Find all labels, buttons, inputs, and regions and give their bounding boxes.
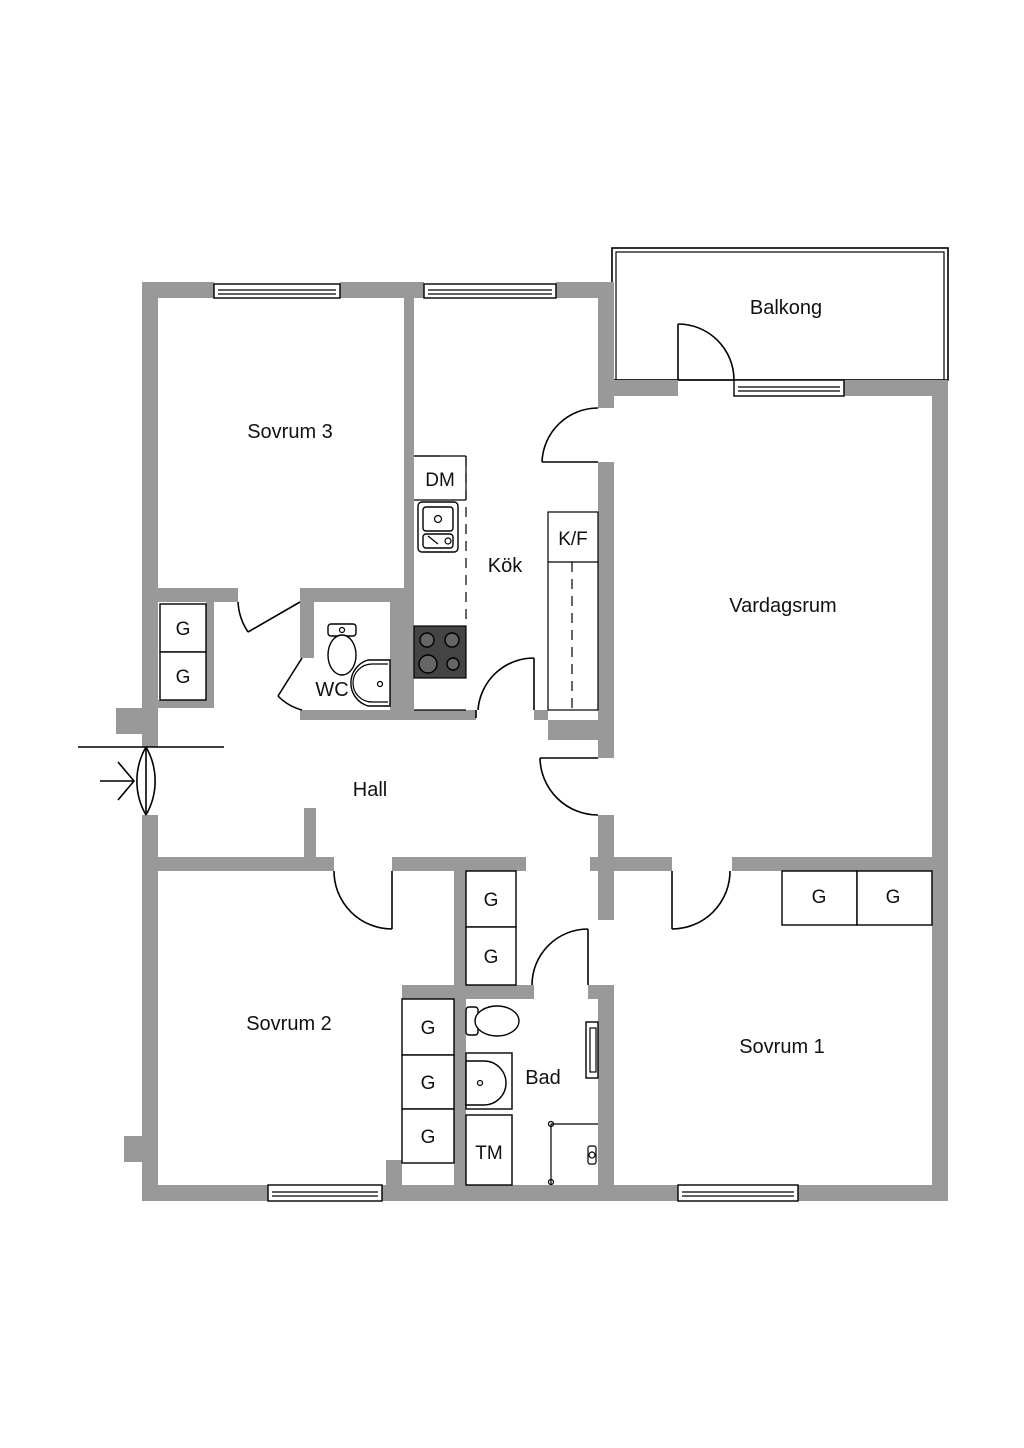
wc-fixtures [327,623,391,707]
fixture-label-tm: TM [475,1143,502,1164]
fixture-label-dm: DM [425,470,455,491]
stove-icon [413,625,467,679]
washbasin-bad-icon [465,1060,507,1106]
wardrobe-label: G [421,1127,436,1148]
door-bad[interactable] [531,928,589,986]
room-label-kok: Kök [488,555,523,577]
wardrobe-label: G [176,619,191,640]
exterior-walls [116,282,948,1201]
room-label-wc: WC [315,679,348,701]
window-sovrum3 [213,283,341,299]
fixture-label-kf: K/F [558,529,588,550]
door-kok-hall[interactable] [475,657,535,718]
fixture-labels: DM K/F TM G G G G G G G G G [176,470,901,1164]
entrance-door[interactable] [78,746,224,816]
window-sovrum2 [267,1184,383,1202]
room-label-sovrum3: Sovrum 3 [247,421,333,443]
entrance-arrow-icon [100,761,136,801]
room-label-balkong: Balkong [750,297,822,319]
wardrobe-label: G [812,887,827,908]
room-labels: Balkong Sovrum 3 Kök Vardagsrum WC Hall … [246,297,837,1089]
toilet-bad-icon [465,1005,520,1037]
door-sovrum1[interactable] [671,870,731,930]
wardrobe-label: G [484,947,499,968]
room-label-hall: Hall [353,779,387,801]
doors [78,323,735,986]
door-kok-vardagsrum[interactable] [541,407,599,463]
balcony [611,247,949,381]
wardrobe-label: G [421,1018,436,1039]
interior-walls [158,298,932,1185]
door-sovrum2[interactable] [333,870,393,930]
shower-icon [547,1120,598,1186]
bathroom-fixtures [465,1005,599,1186]
room-label-bad: Bad [525,1067,561,1089]
room-label-vardagsrum: Vardagsrum [729,595,836,617]
washbasin-icon [350,659,391,707]
window-kok [423,283,557,299]
wardrobe-label: G [886,887,901,908]
wardrobes [159,603,933,1164]
room-label-sovrum1: Sovrum 1 [739,1036,825,1058]
window-sovrum1 [677,1184,799,1202]
door-sovrum3[interactable] [237,601,301,633]
wardrobe-label: G [421,1073,436,1094]
wardrobe-label: G [484,890,499,911]
window-vardagsrum [733,379,845,397]
kitchen-fixtures [413,455,599,711]
room-label-sovrum2: Sovrum 2 [246,1013,332,1035]
wardrobe-label: G [176,667,191,688]
door-hall-vardagsrum[interactable] [539,757,599,816]
windows [213,283,845,1202]
kitchen-sink-icon [417,501,459,553]
toilet-icon [327,623,357,676]
door-wc[interactable] [277,657,303,711]
door-balkong[interactable] [677,323,735,381]
